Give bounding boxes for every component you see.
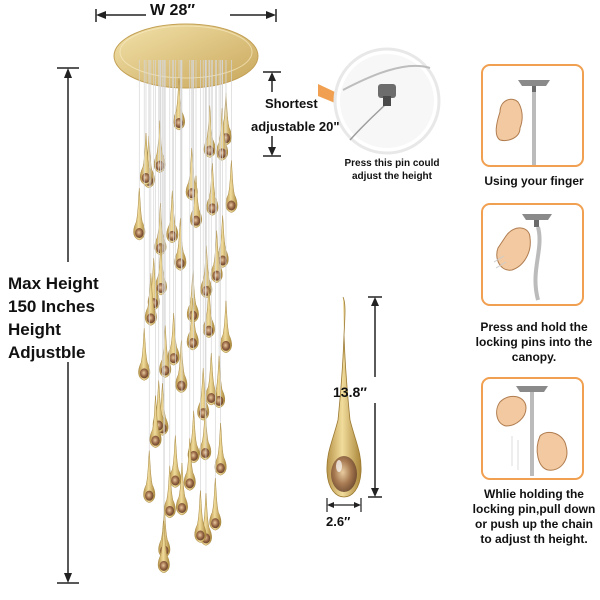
chandelier-drop-crystal xyxy=(211,518,220,529)
chandelier-drop xyxy=(133,187,146,241)
chandelier-drop-crystal xyxy=(146,313,156,324)
chandelier-drop xyxy=(194,490,207,543)
step-3-illustration xyxy=(481,377,584,480)
pendant-height-dimension xyxy=(368,296,382,498)
width-dimension-line xyxy=(95,9,277,22)
chandelier-drop xyxy=(163,465,176,519)
chandelier-drop-crystal xyxy=(188,338,197,348)
chandelier-drop xyxy=(205,352,218,406)
chandelier-drop-crystal xyxy=(140,368,149,379)
chandelier-drop-crystal xyxy=(145,490,154,501)
chandelier-drop-crystal xyxy=(161,365,170,376)
chandelier-drop-crystal xyxy=(169,353,178,364)
chandelier-drop-crystal xyxy=(205,145,214,156)
step-2-caption: Press and hold the locking pins into the… xyxy=(475,320,593,364)
canopy xyxy=(113,23,259,89)
chandelier-drop xyxy=(220,300,232,354)
step-3-caption: Whlie holding the locking pin,pull down … xyxy=(472,487,596,546)
chandelier-drop-crystal xyxy=(151,435,160,446)
chandelier-drop-crystal xyxy=(217,148,227,159)
chandelier-drop-crystal xyxy=(165,505,174,516)
chandelier-drop xyxy=(209,478,222,531)
chandelier-drop-crystal xyxy=(177,380,186,391)
chandelier-drop-crystal xyxy=(207,393,216,403)
width-label: W 28″ xyxy=(150,2,196,19)
chandelier-drop xyxy=(157,520,170,574)
shortest-label: Shortest xyxy=(265,96,318,111)
chandelier-drop-crystal xyxy=(176,258,185,269)
chandelier-drop-crystal xyxy=(208,203,217,214)
chandelier-drop-crystal xyxy=(135,228,144,238)
pendant-width-dimension xyxy=(326,498,362,512)
chandelier-drop xyxy=(183,438,196,491)
shortest-dimension-line xyxy=(263,71,281,157)
pendant-detail xyxy=(326,296,362,498)
adjustable-label: adjustable 20" xyxy=(251,119,340,134)
chandelier-drop-crystal xyxy=(168,230,177,241)
chandelier-drop xyxy=(143,450,156,503)
chandelier-drop-crystal xyxy=(227,200,236,211)
chandelier-drop-crystal xyxy=(155,160,164,171)
chandelier-drop-crystal xyxy=(221,340,231,351)
max-height-dimension-line xyxy=(57,67,79,584)
pin-callout-text: Press this pin could adjust the height xyxy=(344,158,440,182)
pin-callout xyxy=(318,47,441,155)
chandelier-drop-crystal xyxy=(212,270,221,281)
chandelier-drop-crystal xyxy=(171,475,180,486)
chandelier-drop xyxy=(149,395,162,448)
chandelier-drop xyxy=(225,160,238,213)
step-2-illustration xyxy=(481,203,584,306)
chandelier-drop xyxy=(169,435,182,488)
chandelier-drop xyxy=(176,462,188,516)
step-1-illustration xyxy=(481,64,584,167)
chandelier-drop xyxy=(214,423,227,476)
chandelier-drop-crystal xyxy=(189,450,198,461)
chandelier-drop-crystal xyxy=(185,478,194,489)
pendant-height-label: 13.8″ xyxy=(333,384,367,400)
chandelier-drop xyxy=(175,340,188,393)
chandelier-drop xyxy=(187,410,200,464)
chandelier-drop-crystal xyxy=(196,530,205,541)
step-1-caption: Using your finger xyxy=(484,174,584,188)
chandelier-drop-crystal xyxy=(201,448,210,458)
pendant-width-label: 2.6″ xyxy=(326,514,351,529)
chandelier-drop-crystal xyxy=(159,560,168,571)
chandelier-drop-crystal xyxy=(177,503,187,513)
chandelier-drops xyxy=(133,60,238,574)
chandelier-drop xyxy=(138,328,151,381)
max-height-label: Max Height 150 Inches Height Adjustble xyxy=(8,274,99,362)
chandelier-drop-crystal xyxy=(216,463,225,474)
chandelier-drop xyxy=(199,407,212,461)
